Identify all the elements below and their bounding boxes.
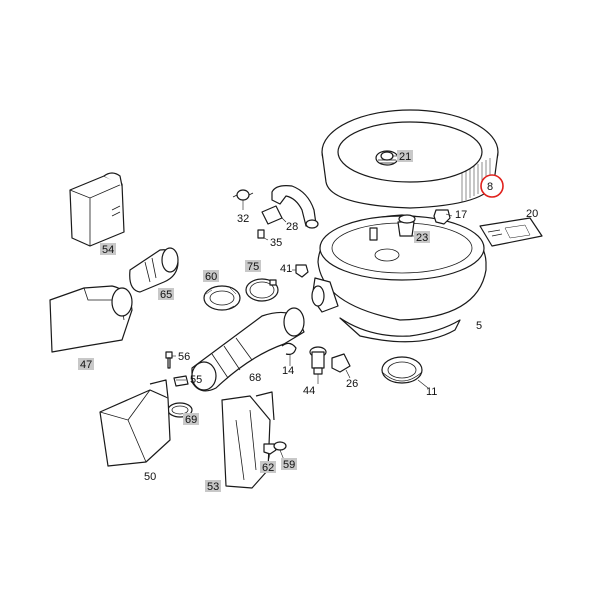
label-44[interactable]: 44 [303,385,315,397]
label-box [203,270,219,282]
label-56[interactable]: 56 [178,351,190,363]
screw [165,351,173,369]
label-26[interactable]: 26 [346,378,358,390]
air-cleaner-housing [311,214,487,343]
hose-clamp [232,189,254,201]
switch-valve [331,353,351,373]
label-69[interactable]: 69 [185,414,197,426]
wing-nut [397,214,416,237]
small-plug [257,229,265,239]
breather-hose [261,185,319,229]
intake-hose [191,307,305,392]
intake-sleeve [129,247,179,293]
label-23[interactable]: 23 [416,232,428,244]
label-41[interactable]: 41 [280,263,292,275]
nut [263,443,277,455]
intake-duct [49,285,133,353]
label-box [245,260,261,272]
sealing-ring [203,285,241,311]
clamp-bracket [173,375,189,387]
mounting-bracket [221,391,275,489]
label-21[interactable]: 21 [399,151,411,163]
hex-nut [433,209,451,225]
label-59[interactable]: 59 [283,459,295,471]
label-box [281,458,297,470]
label-box [397,150,413,162]
label-35[interactable]: 35 [270,237,282,249]
highlight-circle [480,174,504,198]
label-5[interactable]: 5 [476,320,482,332]
label-box [100,243,116,255]
decal-plate [479,217,543,247]
spring-clip [281,342,297,355]
label-box [205,480,221,492]
label-20[interactable]: 20 [526,208,538,220]
gasket [381,356,423,384]
label-65[interactable]: 65 [160,289,172,301]
label-17[interactable]: 17 [455,209,467,221]
hose-clamp-large [245,278,279,302]
temperature-sensor [309,346,327,375]
label-box [158,288,174,300]
resonator-box [69,172,125,247]
label-54[interactable]: 54 [102,244,114,256]
washer [273,441,287,451]
bolt [295,264,309,278]
label-box [414,231,430,243]
grommet [375,150,399,166]
label-50[interactable]: 50 [144,471,156,483]
air-filter-ring [321,109,499,209]
label-box [260,461,276,473]
label-32[interactable]: 32 [237,213,249,225]
label-62[interactable]: 62 [262,462,274,474]
label-8[interactable]: 8 [487,181,493,193]
label-28[interactable]: 28 [286,221,298,233]
air-funnel [99,379,171,467]
label-box [183,413,199,425]
label-55[interactable]: 55 [190,374,202,386]
label-47[interactable]: 47 [80,359,92,371]
label-11[interactable]: 11 [426,386,437,398]
part-labels: 8 21 17 20 23 32 28 35 41 5 54 65 60 75 … [78,150,538,493]
label-68[interactable]: 68 [249,372,261,384]
label-53[interactable]: 53 [207,481,219,493]
label-75[interactable]: 75 [247,261,259,273]
label-14[interactable]: 14 [282,365,294,377]
label-box [78,358,94,370]
label-60[interactable]: 60 [205,271,217,283]
